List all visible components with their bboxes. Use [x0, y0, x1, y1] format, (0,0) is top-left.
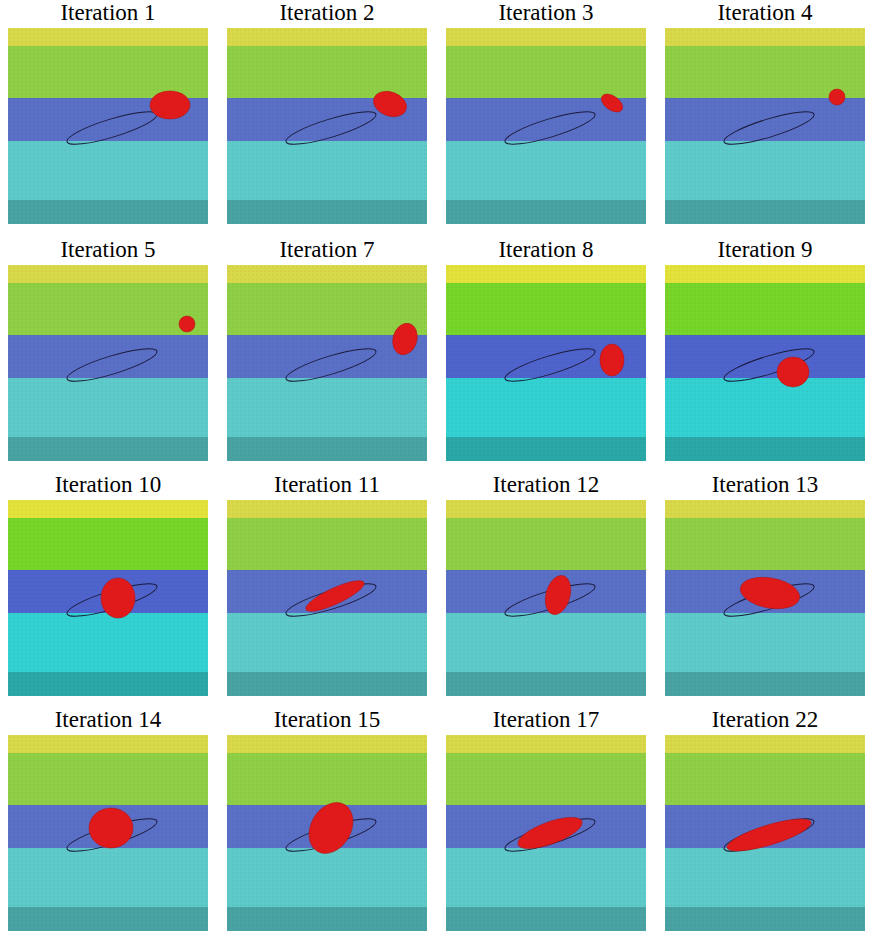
target-ellipse — [64, 578, 159, 623]
target-ellipse — [502, 106, 597, 151]
panel-title: Iteration 3 — [498, 1, 593, 25]
texture — [446, 265, 646, 461]
panel-title: Iteration 8 — [498, 238, 593, 262]
texture — [665, 735, 865, 931]
layer-panel — [446, 500, 646, 696]
layer-panel — [227, 500, 427, 696]
texture — [8, 735, 208, 931]
layer-panel — [8, 735, 208, 931]
estimate-ellipse — [724, 813, 814, 858]
estimate-ellipse — [300, 795, 362, 862]
panel-title: Iteration 4 — [717, 1, 812, 25]
estimate-ellipse — [179, 316, 195, 332]
estimate-ellipse — [303, 575, 368, 617]
panel-title: Iteration 9 — [717, 238, 812, 262]
texture — [8, 265, 208, 461]
estimate-ellipse — [150, 91, 190, 119]
target-ellipse — [721, 343, 816, 388]
layer-panel — [8, 265, 208, 461]
panel-title: Iteration 14 — [55, 708, 162, 732]
texture — [446, 735, 646, 931]
layer-panel — [446, 735, 646, 931]
texture — [665, 265, 865, 461]
panel-title: Iteration 5 — [60, 238, 155, 262]
target-ellipse — [721, 106, 816, 151]
target-ellipse — [283, 343, 378, 388]
estimate-ellipse — [598, 90, 626, 115]
estimate-ellipse — [777, 357, 809, 387]
layer-panel — [446, 265, 646, 461]
panel-title: Iteration 2 — [279, 1, 374, 25]
texture — [446, 28, 646, 224]
panel-title: Iteration 13 — [712, 473, 819, 497]
layer-panel — [665, 500, 865, 696]
layer-panel — [446, 28, 646, 224]
texture — [446, 500, 646, 696]
texture — [8, 28, 208, 224]
texture — [227, 265, 427, 461]
texture — [227, 500, 427, 696]
layer-panel — [227, 735, 427, 931]
estimate-ellipse — [738, 573, 802, 613]
estimate-ellipse — [829, 89, 845, 105]
target-ellipse — [721, 813, 816, 858]
texture — [665, 28, 865, 224]
panel-title: Iteration 15 — [274, 708, 381, 732]
target-ellipse — [502, 343, 597, 388]
estimate-ellipse — [600, 344, 624, 376]
estimate-ellipse — [514, 811, 585, 855]
layer-panel — [8, 28, 208, 224]
layer-panel — [665, 735, 865, 931]
target-ellipse — [64, 106, 159, 151]
texture — [665, 500, 865, 696]
target-ellipse — [283, 106, 378, 151]
layer-panel — [665, 265, 865, 461]
panel-title: Iteration 22 — [712, 708, 819, 732]
texture — [227, 28, 427, 224]
target-ellipse — [64, 343, 159, 388]
layer-panel — [665, 28, 865, 224]
panel-title: Iteration 10 — [55, 473, 162, 497]
texture — [227, 735, 427, 931]
panel-title: Iteration 7 — [279, 238, 374, 262]
estimate-ellipse — [541, 573, 575, 618]
panel-title: Iteration 1 — [60, 1, 155, 25]
estimate-ellipse — [389, 320, 420, 357]
panel-title: Iteration 17 — [493, 708, 600, 732]
estimate-ellipse — [101, 578, 135, 618]
layer-panel — [227, 28, 427, 224]
panel-title: Iteration 12 — [493, 473, 600, 497]
texture — [8, 500, 208, 696]
estimate-ellipse — [370, 87, 410, 121]
layer-panel — [227, 265, 427, 461]
panel-title: Iteration 11 — [274, 473, 380, 497]
estimate-ellipse — [89, 808, 133, 848]
layer-panel — [8, 500, 208, 696]
